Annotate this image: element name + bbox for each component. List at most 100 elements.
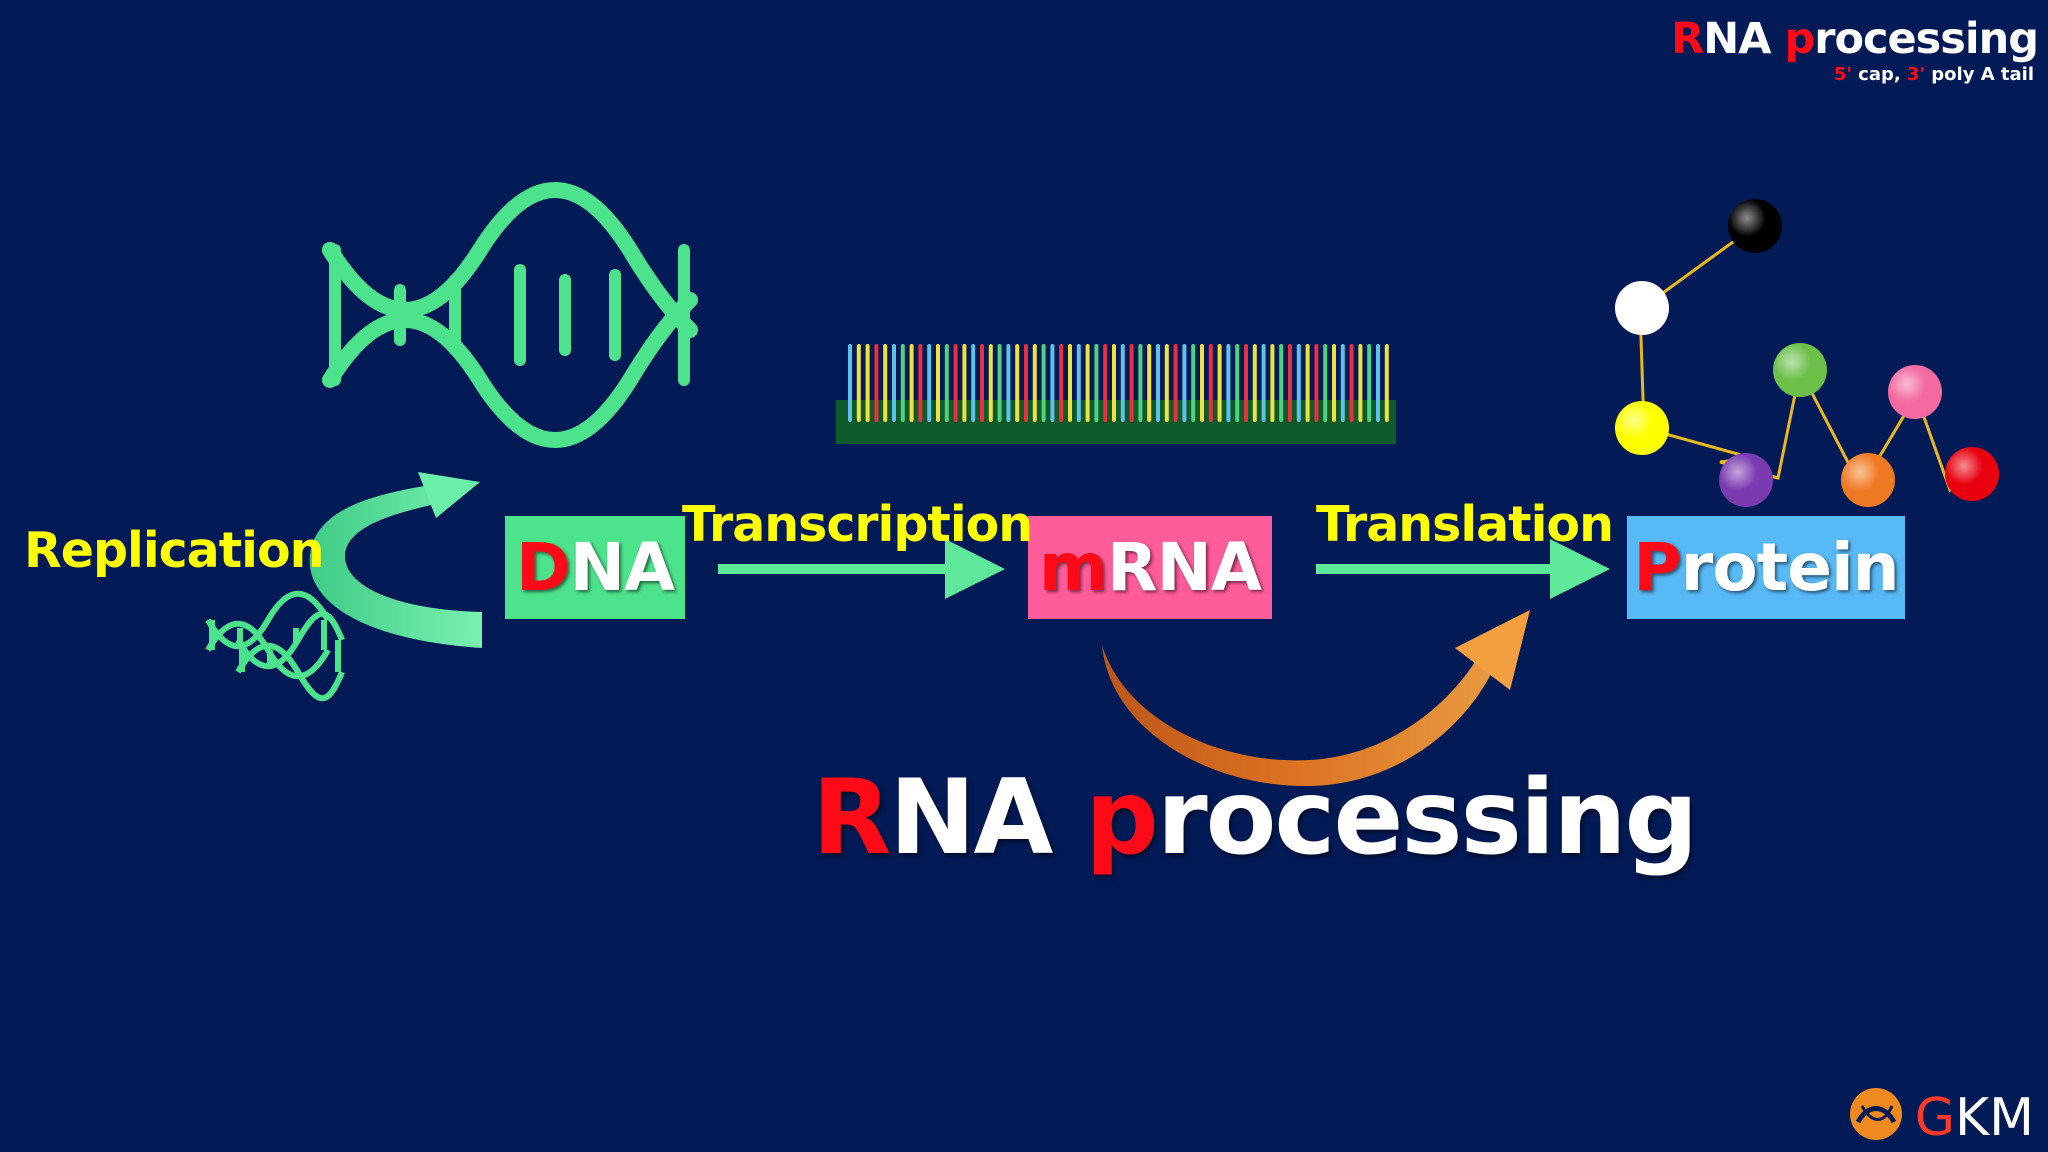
mrna-nucleotide-bar <box>1323 344 1328 422</box>
mrna-nucleotide-bar <box>1367 344 1372 422</box>
dna-helix-icon <box>322 182 698 448</box>
mrna-strand-icon <box>836 344 1396 444</box>
replication-arrow <box>309 472 482 648</box>
mrna-nucleotide-bar <box>1270 344 1275 422</box>
mrna-nucleotide-bar <box>1138 344 1143 422</box>
protein-bead-shine <box>1615 401 1669 455</box>
mrna-nucleotide-bar <box>1332 344 1336 422</box>
mrna-nucleotide-bar <box>953 344 958 422</box>
mrna-nucleotide-bar <box>1182 344 1187 422</box>
corner-title-r: R <box>1671 14 1704 64</box>
protein-chain-icon <box>1615 199 1999 507</box>
mrna-nucleotide-bar <box>1261 344 1266 422</box>
mrna-nucleotide-bar <box>1358 344 1363 422</box>
mrna-nucleotide-bar <box>1164 344 1169 422</box>
mrna-nucleotide-bar <box>900 344 905 422</box>
protein-bead-shine <box>1888 365 1942 419</box>
mrna-nucleotide-bar <box>1068 344 1072 422</box>
translation-label: Translation <box>1316 496 1614 553</box>
mrna-box-rest: RNA <box>1106 529 1262 606</box>
rna-processing-arrow <box>1102 610 1530 787</box>
mrna-nucleotide-bar <box>1252 344 1257 422</box>
transcription-label: Transcription <box>682 496 1033 553</box>
mrna-nucleotide-bar <box>909 344 914 422</box>
corner-sub-cap: cap, <box>1851 64 1907 85</box>
mrna-nucleotide-bar <box>1296 344 1301 422</box>
corner-title: RNA processing <box>1671 14 2039 64</box>
mrna-nucleotide-bar <box>1340 344 1345 422</box>
protein-bead-shine <box>1615 281 1669 335</box>
mrna-nucleotide-bar <box>1112 344 1116 422</box>
mrna-nucleotide-bar <box>1094 344 1099 422</box>
corner-title-p: p <box>1784 14 1815 64</box>
protein-box-rest: rotein <box>1680 529 1900 606</box>
mrna-nucleotide-bar <box>1217 344 1222 422</box>
mrna-nucleotide-bar <box>1235 344 1240 422</box>
mrna-nucleotide-bar <box>1147 344 1152 422</box>
mrna-nucleotide-bar <box>1200 344 1204 422</box>
heading-rest: rocessing <box>1156 758 1698 878</box>
mrna-nucleotide-bar <box>874 344 879 422</box>
mrna-nucleotide-bar <box>997 344 1002 422</box>
small-dna-helix-icon <box>205 590 345 702</box>
mrna-nucleotide-bar <box>936 344 940 422</box>
mrna-nucleotide-bar <box>971 344 976 422</box>
dna-box-rest: NA <box>569 529 675 606</box>
mrna-nucleotide-bar <box>988 344 993 422</box>
mrna-nucleotide-bar <box>1314 344 1319 422</box>
replication-label: Replication <box>24 522 325 579</box>
mrna-nucleotide-bar <box>848 344 852 422</box>
corner-subtitle: 5' cap, 3' poly A tail <box>1834 64 2034 85</box>
corner-sub-tail: poly A tail <box>1925 64 2034 85</box>
mrna-nucleotide-bar <box>1085 344 1090 422</box>
mrna-nucleotide-bar <box>1032 344 1037 422</box>
corner-title-na: NA <box>1703 14 1785 64</box>
mrna-nucleotide-bar <box>1024 344 1028 422</box>
rna-processing-heading: RNA processing <box>812 758 1698 878</box>
mrna-nucleotide-bar <box>962 344 967 422</box>
corner-title-rest: rocessing <box>1814 14 2039 64</box>
protein-bead-shine <box>1773 343 1827 397</box>
mrna-nucleotide-bar <box>1349 344 1354 422</box>
mrna-nucleotide-bar <box>1384 344 1389 422</box>
mrna-nucleotide-bar <box>1376 344 1380 422</box>
mrna-nucleotide-bar <box>1305 344 1310 422</box>
protein-bead-shine <box>1728 199 1782 253</box>
gkm-logo-icon <box>1850 1088 1902 1140</box>
heading-letter-p: p <box>1085 758 1159 878</box>
mrna-nucleotide-bar <box>1191 344 1196 422</box>
mrna-nucleotide-bar <box>1226 344 1231 422</box>
mrna-nucleotide-bar <box>1103 344 1108 422</box>
protein-bead-shine <box>1945 447 1999 501</box>
mrna-nucleotide-bar <box>1288 344 1292 422</box>
logo-letters-km: KM <box>1955 1088 2034 1148</box>
mrna-nucleotide-bar <box>1156 344 1160 422</box>
heading-na: NA <box>889 758 1086 878</box>
mrna-box-letter-m: m <box>1039 529 1108 606</box>
protein-bead-shine <box>1719 453 1773 507</box>
corner-sub-3prime: 3' <box>1906 64 1926 85</box>
mrna-nucleotide-bar <box>1173 344 1178 422</box>
gkm-logo-text: GKM <box>1915 1088 2034 1148</box>
mrna-nucleotide-bar <box>1129 344 1134 422</box>
mrna-nucleotide-bar <box>865 344 870 422</box>
protein-bead-shine <box>1841 453 1895 507</box>
mrna-nucleotide-bar <box>883 344 888 422</box>
corner-sub-5prime: 5' <box>1833 64 1852 85</box>
mrna-nucleotide-bar <box>1208 344 1213 422</box>
mrna-nucleotide-bar <box>918 344 923 422</box>
mrna-nucleotide-bar <box>944 344 949 422</box>
mrna-nucleotide-bar <box>1006 344 1011 422</box>
mrna-nucleotide-bar <box>980 344 984 422</box>
mrna-nucleotide-bar <box>1059 344 1064 422</box>
mrna-nucleotide-bar <box>1076 344 1081 422</box>
protein-box-letter-p: P <box>1633 529 1681 606</box>
dna-box-letter-d: D <box>515 529 571 606</box>
mrna-nucleotide-bar <box>1050 344 1055 422</box>
mrna-nucleotide-bar <box>927 344 932 422</box>
mrna-nucleotide-bar <box>1244 344 1248 422</box>
